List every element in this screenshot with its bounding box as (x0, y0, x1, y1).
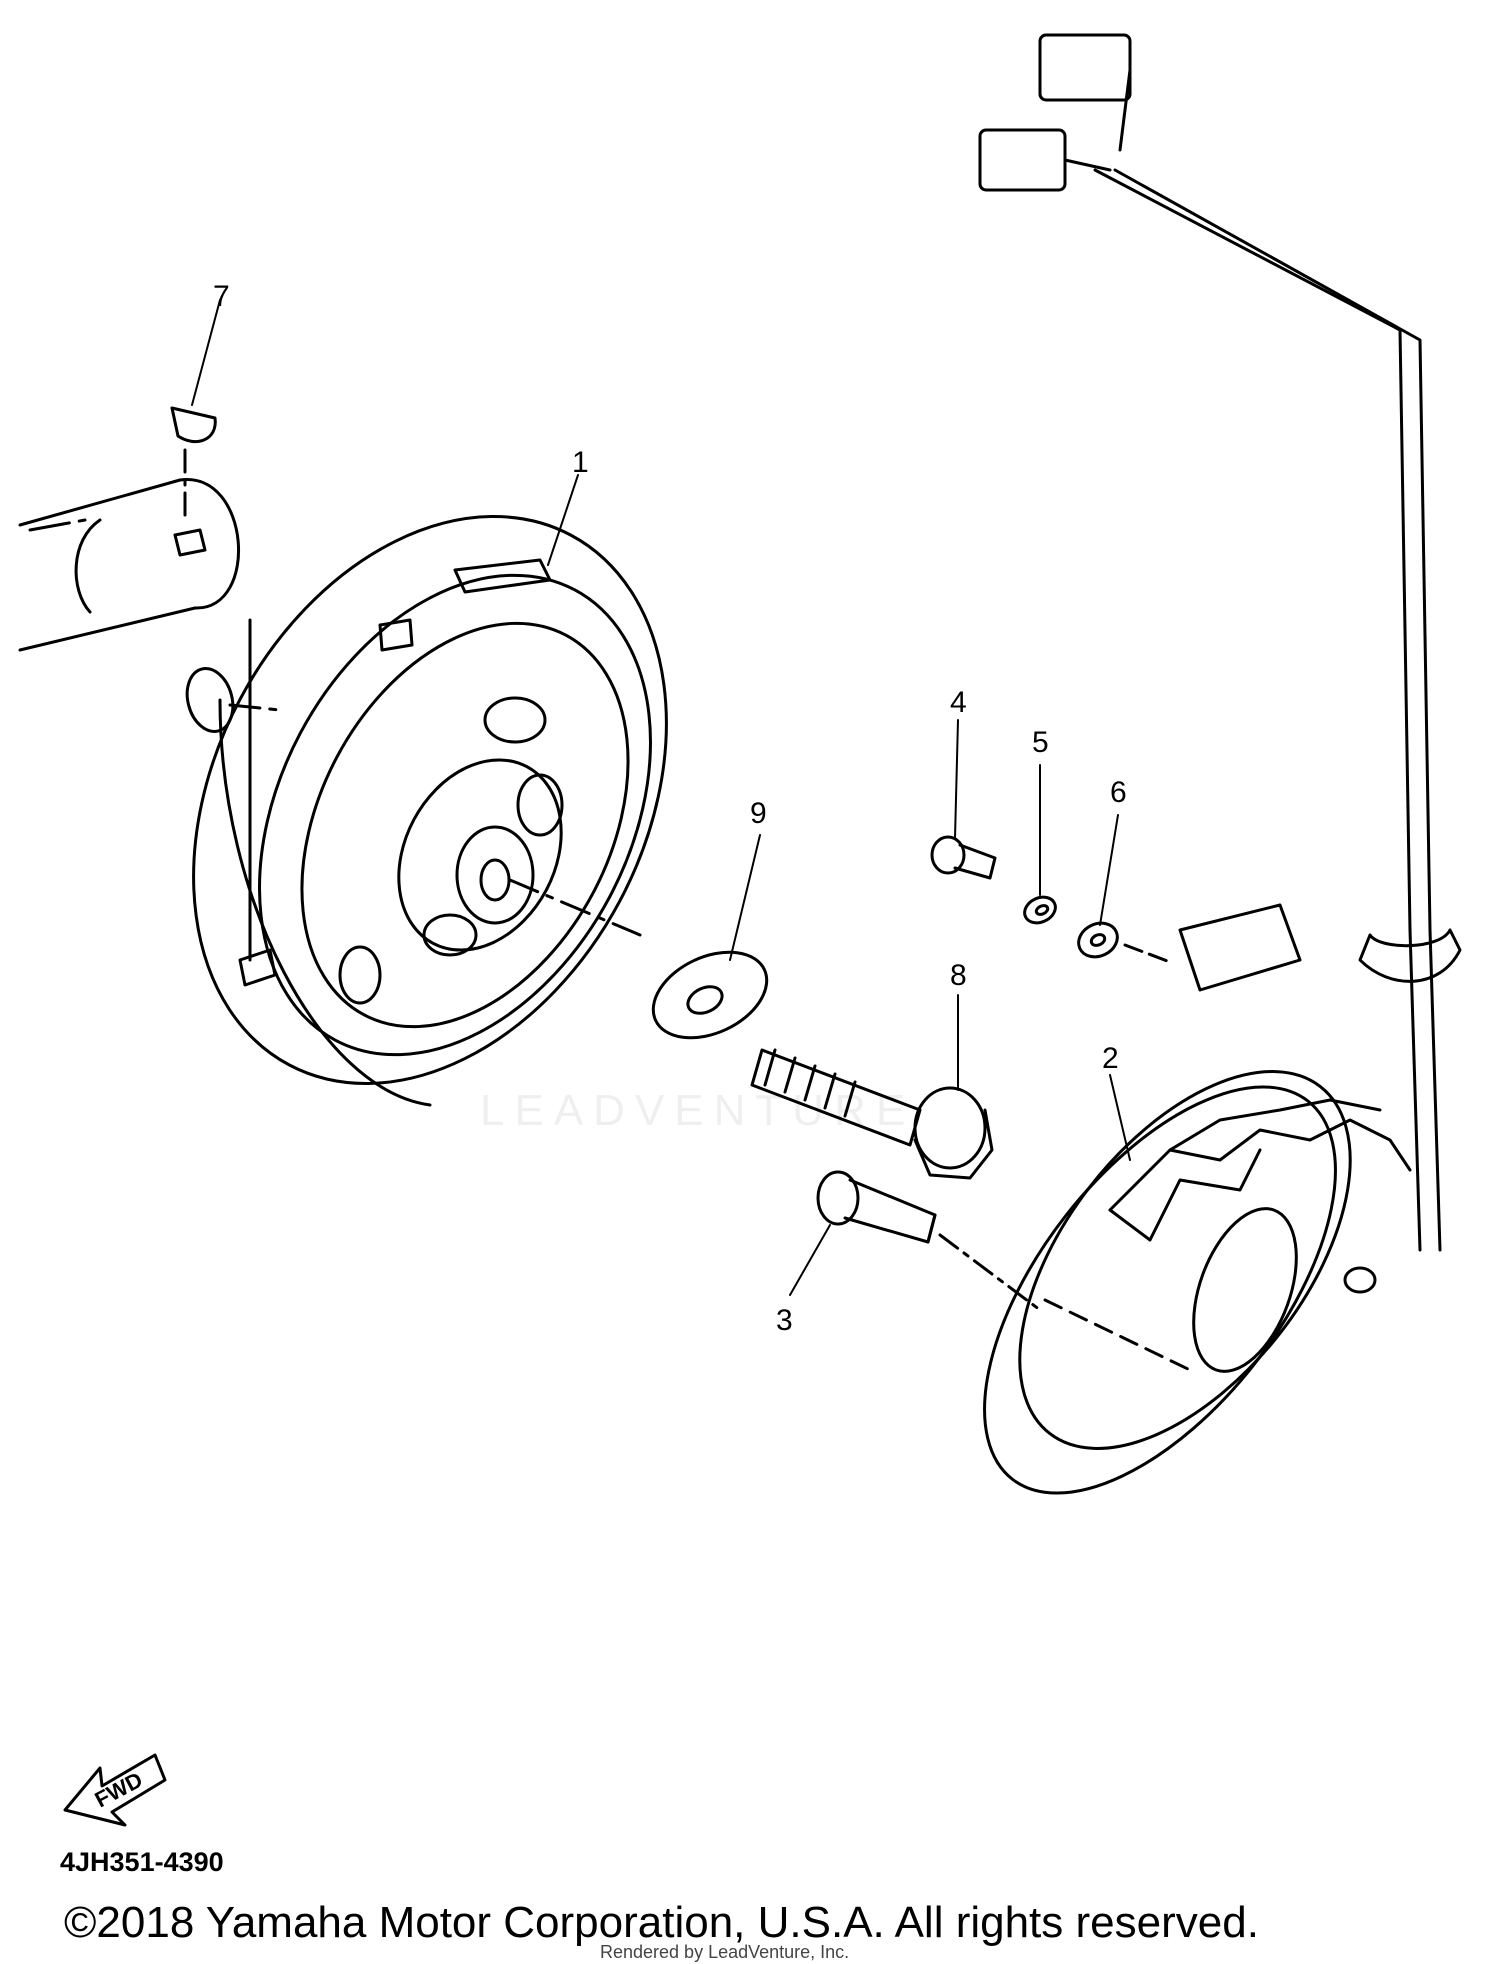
callout-4: 4 (950, 686, 967, 719)
callout-3: 3 (776, 1304, 793, 1337)
grommet (1358, 928, 1462, 983)
coupler-upper (1038, 33, 1132, 102)
callout-6: 6 (1110, 776, 1127, 809)
woodruff-key-7 (170, 406, 217, 522)
coupler-lower (978, 128, 1067, 192)
leader-4 (954, 719, 959, 839)
leader-1 (547, 474, 579, 566)
copyright-notice: ©2018 Yamaha Motor Corporation, U.S.A. A… (64, 1898, 1259, 1947)
leader-3 (789, 1224, 831, 1296)
rotor-bolt-8 (750, 1048, 994, 1180)
leader-9 (729, 834, 761, 961)
watermark-text: LEADVENTURE (480, 1086, 915, 1135)
callout-9: 9 (750, 797, 767, 830)
leader-lines (191, 299, 1131, 1296)
plain-washer-6 (1077, 921, 1172, 964)
spring-washer-5 (1023, 895, 1057, 925)
wire-clamp (1178, 903, 1302, 992)
leader-6 (1099, 814, 1119, 926)
crankshaft-end (18, 478, 282, 733)
callout-7: 7 (213, 280, 230, 313)
screw-4 (930, 835, 997, 880)
stator-screw-3 (816, 1170, 1042, 1312)
stator-assembly-2 (983, 1070, 1412, 1495)
fwd-arrow-icon: FWD (63, 1753, 167, 1827)
callouts: 1 2 3 4 5 6 7 8 9 (213, 280, 1127, 1337)
callout-2: 2 (1102, 1042, 1119, 1075)
leader-7 (191, 299, 221, 406)
callout-1: 1 (572, 446, 589, 479)
leader-2 (1109, 1074, 1131, 1161)
callout-5: 5 (1032, 726, 1049, 759)
diagram-part-code: 4JH351-4390 (60, 1847, 224, 1877)
flywheel-rotor-1 (192, 515, 668, 1107)
washer-9 (651, 950, 769, 1040)
rendered-by-credit: Rendered by LeadVenture, Inc. (600, 1942, 850, 1962)
wire-harness (978, 33, 1462, 1252)
callout-8: 8 (950, 959, 967, 992)
